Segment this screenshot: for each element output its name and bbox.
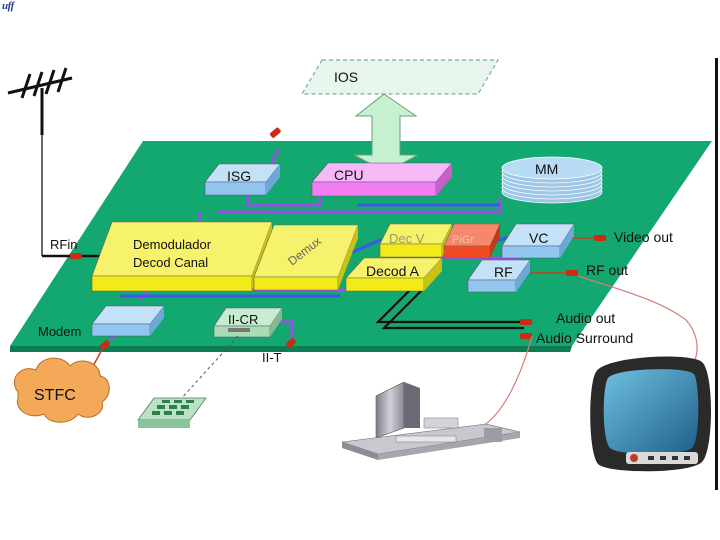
dec-v-label: Dec V (389, 231, 425, 246)
pig-block (443, 223, 501, 259)
ios-label: IOS (334, 69, 358, 85)
audio-surround-label: Audio Surround (536, 330, 633, 346)
video-out-label: Video out (614, 229, 673, 245)
circuit-board-edge (10, 346, 572, 352)
rf-block (467, 259, 531, 293)
modem-label: Modem (38, 324, 81, 339)
cpu-block (311, 162, 453, 197)
stfc-label: STFC (34, 387, 76, 404)
logo: uff (2, 0, 14, 12)
antenna-icon (7, 67, 73, 135)
audio-lines (375, 285, 524, 330)
cpu-label: CPU (334, 167, 364, 183)
ir-link (179, 335, 239, 401)
audio-out-label: Audio out (556, 310, 615, 326)
ii-t-label: II-T (262, 350, 282, 365)
stfc-cloud (13, 357, 110, 423)
ii-cr-label: II-CR (228, 312, 258, 327)
rfin-label: RFin (50, 237, 77, 252)
vc-block (501, 223, 575, 259)
rf-label: RF (494, 264, 513, 280)
demodulador-block (91, 221, 273, 292)
decod-a-block (345, 257, 443, 292)
ios-plane (300, 59, 500, 95)
pig-label: PiGr (452, 234, 474, 246)
demodulador-label-2: Decod Canal (133, 255, 208, 270)
keypad-icon (137, 397, 207, 428)
connector-plugs (70, 127, 606, 350)
isg-block (204, 163, 281, 196)
ios-arrow (353, 93, 419, 173)
mm-disk-stack (501, 156, 603, 204)
isg-label: ISG (227, 168, 251, 184)
ii-cr-block (213, 307, 283, 338)
demodulador-label-1: Demodulador (133, 237, 212, 252)
mm-label: MM (535, 161, 558, 177)
modem-block (91, 305, 165, 337)
home-theater-icon (341, 381, 521, 460)
slide-edge (715, 58, 718, 490)
demux-block (253, 224, 359, 291)
rf-out-label: RF out (586, 262, 628, 278)
tv-icon (590, 356, 711, 472)
vc-label: VC (529, 230, 548, 246)
decod-a-label: Decod A (366, 263, 420, 279)
